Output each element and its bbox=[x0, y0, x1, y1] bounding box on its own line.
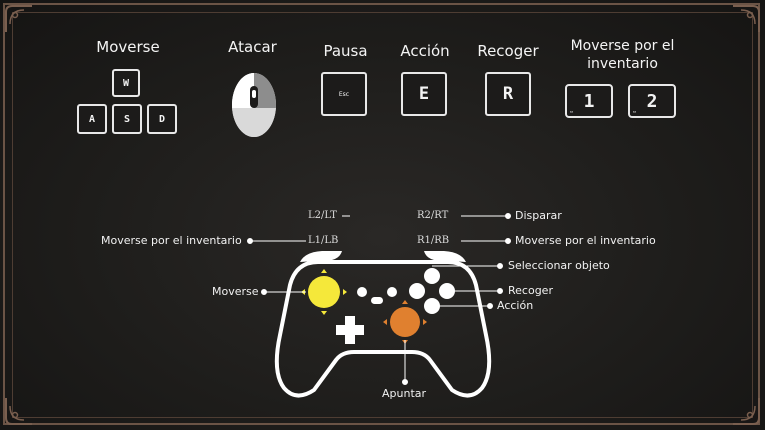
move-title: Moverse bbox=[96, 38, 160, 56]
left-bumper-label: L1/LB bbox=[308, 235, 339, 246]
inventory-title-line2: inventario bbox=[587, 56, 658, 72]
leader-dot bbox=[505, 213, 511, 219]
leader-dot bbox=[505, 238, 511, 244]
leader-dot bbox=[487, 303, 493, 309]
leader-dot bbox=[402, 379, 408, 385]
move-label: Moverse bbox=[212, 285, 259, 298]
key-r: R bbox=[485, 72, 531, 116]
key-1-label: 1 bbox=[583, 90, 595, 112]
left-trigger-label: L2/LT bbox=[308, 210, 337, 221]
aim-label: Apuntar bbox=[382, 387, 427, 400]
dpad-icon bbox=[336, 316, 364, 344]
face-button-bottom-icon bbox=[424, 298, 440, 314]
select-item-label: Seleccionar objeto bbox=[508, 259, 610, 272]
right-bumper-icon bbox=[424, 251, 466, 262]
key-2: 2 ▭ bbox=[628, 84, 676, 118]
key-esc: Esc bbox=[321, 72, 367, 116]
right-bumper-label: R1/RB bbox=[417, 235, 450, 246]
leader-dot bbox=[497, 288, 503, 294]
face-button-right-icon bbox=[439, 283, 455, 299]
face-button-left-icon bbox=[409, 283, 425, 299]
pause-title: Pausa bbox=[323, 42, 368, 60]
key-1: 1 ▭ bbox=[565, 84, 613, 118]
view-button-icon bbox=[357, 287, 367, 297]
right-stick-icon bbox=[390, 307, 420, 337]
attack-title: Atacar bbox=[228, 38, 277, 56]
leader-dot bbox=[247, 238, 253, 244]
key-2-sub-icon: ▭ bbox=[633, 109, 637, 115]
face-button-top-icon bbox=[424, 268, 440, 284]
action-label: Acción bbox=[497, 299, 534, 312]
key-d: D bbox=[147, 104, 177, 134]
inventory-right-label: Moverse por el inventario bbox=[515, 234, 656, 247]
key-a: A bbox=[77, 104, 107, 134]
left-stick-icon bbox=[308, 276, 340, 308]
frame-corner-ornament-icon bbox=[731, 396, 761, 426]
right-trigger-label: R2/RT bbox=[417, 210, 449, 221]
key-e: E bbox=[401, 72, 447, 116]
inventory-left-label: Moverse por el inventario bbox=[101, 234, 242, 247]
leader-dot bbox=[497, 263, 503, 269]
key-w: W bbox=[112, 69, 140, 97]
pickup-title: Recoger bbox=[477, 42, 539, 60]
inventory-title-line1: Moverse por el bbox=[570, 38, 675, 54]
menu-button-icon bbox=[387, 287, 397, 297]
ornate-frame bbox=[3, 3, 760, 425]
key-s: S bbox=[112, 104, 142, 134]
left-bumper-icon bbox=[300, 251, 342, 262]
frame-corner-ornament-icon bbox=[4, 396, 34, 426]
shoot-label: Disparar bbox=[515, 209, 562, 222]
inner-frame bbox=[12, 12, 753, 418]
key-2-label: 2 bbox=[646, 90, 658, 112]
action-title: Acción bbox=[400, 42, 450, 60]
frame-corner-ornament-icon bbox=[4, 4, 34, 34]
leader-dot bbox=[261, 289, 267, 295]
share-button-icon bbox=[371, 297, 383, 304]
controller-outline bbox=[274, 260, 492, 398]
pickup-label: Recoger bbox=[508, 284, 553, 297]
frame-corner-ornament-icon bbox=[731, 4, 761, 34]
key-1-sub-icon: ▭ bbox=[570, 109, 574, 115]
mouse-left-click-icon bbox=[231, 72, 277, 138]
